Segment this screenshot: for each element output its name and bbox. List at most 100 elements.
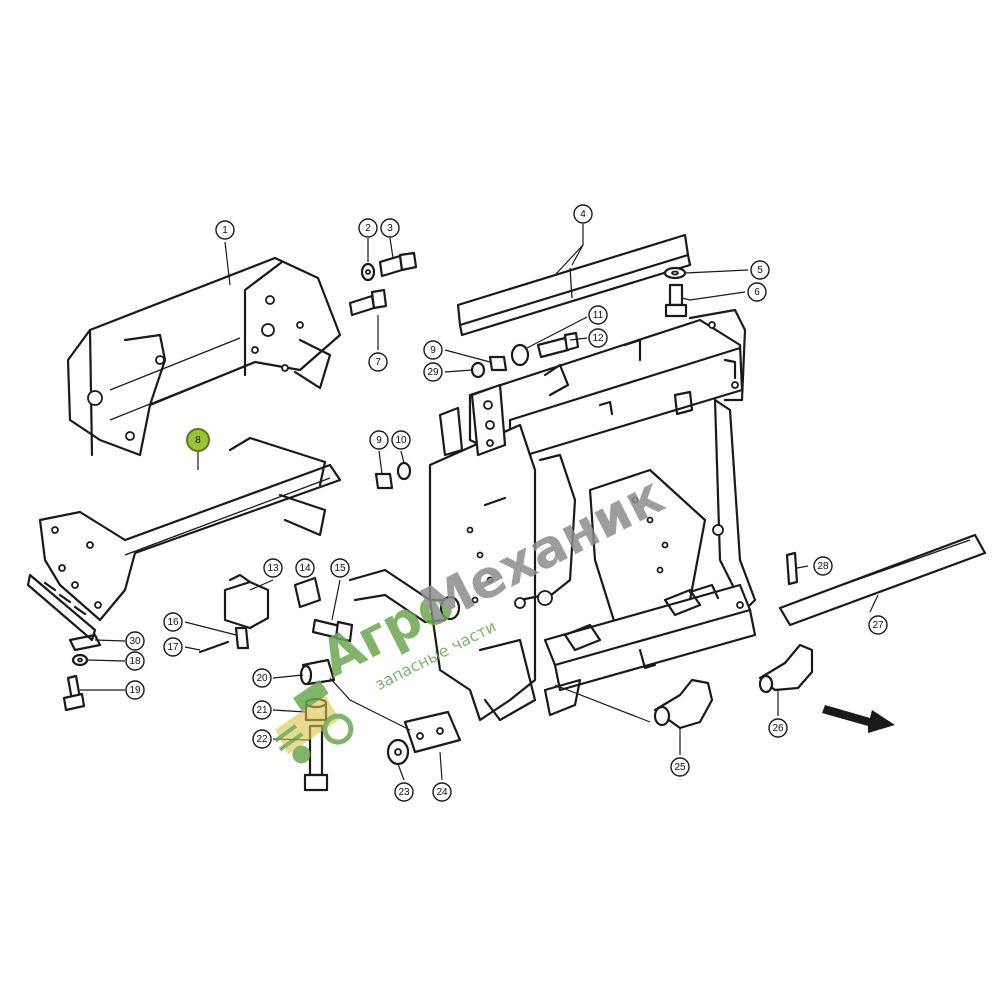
callout-label: 18 [129, 656, 141, 667]
callout-circle [358, 218, 378, 238]
callout-circle [263, 558, 283, 578]
callout-label: 23 [398, 787, 410, 798]
callout-circle [252, 700, 272, 720]
callout-17: 17 [163, 637, 183, 657]
callout-circle [750, 260, 770, 280]
callout-circle [125, 651, 145, 671]
callout-11: 11 [588, 305, 608, 325]
callout-circle [670, 757, 690, 777]
callout-13: 13 [263, 558, 283, 578]
callout-circle [215, 220, 235, 240]
callout-23: 23 [394, 782, 414, 802]
callout-8: 8 [186, 428, 210, 452]
callout-circle [813, 556, 833, 576]
callout-label: 29 [427, 367, 439, 378]
direction-arrow-icon [822, 705, 895, 733]
callout-2: 2 [358, 218, 378, 238]
callout-circle [163, 637, 183, 657]
callout-circle [588, 328, 608, 348]
callout-3: 3 [380, 218, 400, 238]
callout-label: 9 [430, 345, 436, 356]
callout-label: 19 [129, 685, 141, 696]
callout-label: 14 [299, 563, 311, 574]
callout-circle [391, 430, 411, 450]
callout-1: 1 [215, 220, 235, 240]
callout-label: 11 [593, 310, 604, 321]
callout-circle [588, 305, 608, 325]
callout-30: 30 [125, 631, 145, 651]
callout-circle [125, 680, 145, 700]
callout-circle [380, 218, 400, 238]
callout-label: 9 [376, 435, 382, 446]
callout-29: 29 [423, 362, 443, 382]
callout-label: 26 [772, 723, 784, 734]
callout-circle [432, 782, 452, 802]
callout-label: 21 [256, 705, 268, 716]
callout-label: 16 [167, 617, 179, 628]
callout-21: 21 [252, 700, 272, 720]
callout-4: 4 [573, 204, 593, 224]
main-chassis [348, 308, 757, 722]
callout-19: 19 [125, 680, 145, 700]
callout-label: 8 [195, 435, 201, 446]
callout-5: 5 [750, 260, 770, 280]
callout-20: 20 [252, 668, 272, 688]
callout-label: 2 [365, 223, 371, 234]
part-1-upper-housing [66, 256, 342, 457]
callout-circle [252, 668, 272, 688]
callout-circle [868, 615, 888, 635]
callout-circle [768, 718, 788, 738]
callout-circle [369, 430, 389, 450]
callout-circle [423, 340, 443, 360]
callout-label: 27 [872, 620, 884, 631]
callout-label: 6 [754, 287, 760, 298]
callout-circle [252, 729, 272, 749]
callout-9: 9 [423, 340, 443, 360]
callout-label: 4 [580, 209, 586, 220]
callout-circle [163, 612, 183, 632]
callout-label: 13 [267, 563, 279, 574]
callout-27: 27 [868, 615, 888, 635]
callout-label: 1 [222, 225, 228, 236]
callout-12: 12 [588, 328, 608, 348]
callout-circle [186, 428, 210, 452]
callout-circle [394, 782, 414, 802]
callout-label: 20 [256, 673, 268, 684]
callout-7: 7 [368, 352, 388, 372]
callout-26: 26 [768, 718, 788, 738]
callout-14: 14 [295, 558, 315, 578]
callout-18: 18 [125, 651, 145, 671]
callout-circle [747, 282, 767, 302]
callout-24: 24 [432, 782, 452, 802]
part-4-rails [456, 233, 692, 337]
callout-circle [423, 362, 443, 382]
callout-label: 7 [375, 357, 381, 368]
callout-label: 30 [129, 636, 141, 647]
callout-circle [330, 558, 350, 578]
callout-28: 28 [813, 556, 833, 576]
callout-9: 9 [369, 430, 389, 450]
callout-25: 25 [670, 757, 690, 777]
callout-label: 22 [256, 734, 268, 745]
watermark-tractor-logo [274, 680, 354, 764]
callout-label: 28 [817, 561, 829, 572]
callout-label: 10 [395, 435, 407, 446]
callout-circle [125, 631, 145, 651]
callout-circle [368, 352, 388, 372]
callout-label: 3 [387, 223, 393, 234]
callout-label: 12 [592, 333, 604, 344]
callout-label: 17 [167, 642, 179, 653]
callout-22: 22 [252, 729, 272, 749]
callout-label: 5 [757, 265, 763, 276]
callout-label: 25 [674, 762, 686, 773]
callout-6: 6 [747, 282, 767, 302]
part-8-lower-frame [26, 436, 342, 642]
callout-label: 24 [436, 787, 448, 798]
callout-15: 15 [330, 558, 350, 578]
callout-label: 15 [334, 563, 346, 574]
callout-16: 16 [163, 612, 183, 632]
callout-10: 10 [391, 430, 411, 450]
callout-circle [573, 204, 593, 224]
